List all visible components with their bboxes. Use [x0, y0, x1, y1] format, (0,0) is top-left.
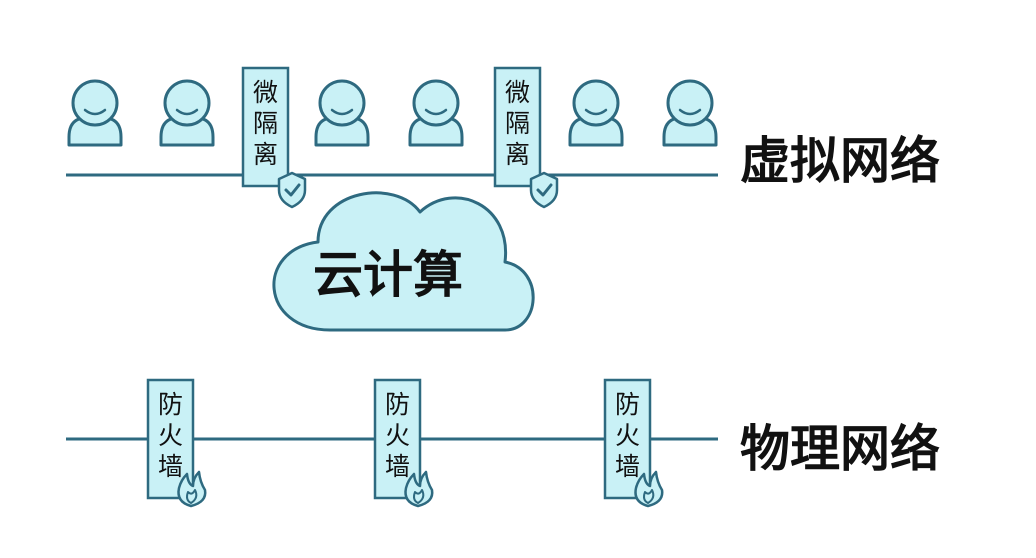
- firewall-box-char: 墙: [385, 452, 410, 481]
- user-icon: [67, 79, 123, 147]
- user-icon: [662, 79, 718, 147]
- user-icon: [159, 79, 215, 147]
- micro-isolation-box-char: 离: [253, 140, 278, 169]
- user-icon: [568, 79, 624, 147]
- user-group: [67, 79, 718, 147]
- micro-isolation-box-char: 隔: [253, 109, 278, 138]
- firewall-box-char: 防: [385, 390, 410, 419]
- flame-icon: [634, 470, 664, 508]
- cloud: 云计算: [272, 191, 535, 332]
- firewall-box-char: 火: [615, 421, 640, 450]
- flame-icon: [177, 470, 207, 508]
- firewall-box: 防火墙: [146, 378, 207, 508]
- firewall-box-char: 防: [615, 390, 640, 419]
- micro-isolation-box-char: 离: [505, 140, 530, 169]
- cloud-label: 云计算: [313, 246, 463, 304]
- flame-icon: [404, 470, 434, 508]
- micro-isolation-box: 微隔离: [241, 66, 307, 209]
- firewall-box-char: 防: [158, 390, 183, 419]
- micro-isolation-box: 微隔离: [493, 66, 559, 209]
- micro-isolation-box-char: 微: [505, 78, 530, 107]
- physical-network-label: 物理网络: [740, 420, 940, 478]
- cloud-icon: [272, 191, 535, 332]
- user-icon: [314, 79, 370, 147]
- user-icon: [408, 79, 464, 147]
- firewall-box-char: 火: [385, 421, 410, 450]
- virtual-network-label: 虚拟网络: [740, 132, 940, 190]
- shield-check-icon: [277, 171, 307, 209]
- firewall-box-char: 墙: [615, 452, 640, 481]
- firewall-box: 防火墙: [603, 378, 664, 508]
- micro-isolation-box-char: 微: [253, 78, 278, 107]
- firewall-box: 防火墙: [373, 378, 434, 508]
- firewall-box-char: 墙: [158, 452, 183, 481]
- micro-isolation-box-char: 隔: [505, 109, 530, 138]
- firewall-box-char: 火: [158, 421, 183, 450]
- shield-check-icon: [529, 171, 559, 209]
